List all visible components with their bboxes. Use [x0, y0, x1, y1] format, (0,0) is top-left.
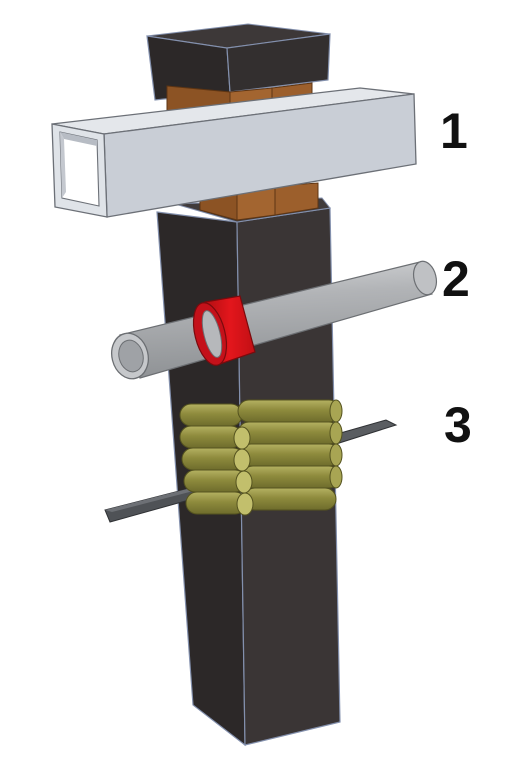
roll-end-right-2	[329, 421, 343, 445]
sealant-rolls	[179, 399, 343, 516]
callout-2: 2	[442, 251, 470, 307]
roll-left-2	[179, 425, 243, 449]
rectangular-steel-tube	[51, 87, 417, 218]
callout-3: 3	[444, 397, 472, 453]
roll-end-4	[236, 492, 254, 516]
roll-right-4	[241, 465, 341, 489]
tube-inner-shade-side	[60, 132, 66, 198]
red-fire-collar	[192, 295, 256, 366]
flat-bar-assembly	[104, 399, 398, 523]
roll-end-2	[233, 448, 251, 472]
roll-right-2	[237, 421, 341, 445]
tube-inner-shade	[60, 132, 97, 146]
roll-end-right-4	[329, 465, 343, 489]
roll-left-1	[179, 403, 243, 427]
roll-right-5	[243, 487, 337, 511]
pipe-far-end	[412, 260, 438, 296]
roll-end-3	[235, 470, 253, 494]
roll-right-3	[239, 443, 341, 467]
column-upper-front-face	[226, 33, 331, 93]
roll-end-right-3	[329, 443, 343, 467]
pipe-near-end-hole	[118, 339, 144, 373]
tube-hollow-opening	[59, 131, 100, 207]
roll-right-1	[237, 399, 341, 423]
callout-1: 1	[440, 103, 468, 159]
roll-end-right-1	[329, 399, 343, 423]
brick-lower-right	[274, 182, 319, 216]
roll-end-1	[233, 426, 251, 450]
round-pipe-assembly	[111, 260, 438, 380]
collar-inner-pipe	[201, 310, 223, 358]
